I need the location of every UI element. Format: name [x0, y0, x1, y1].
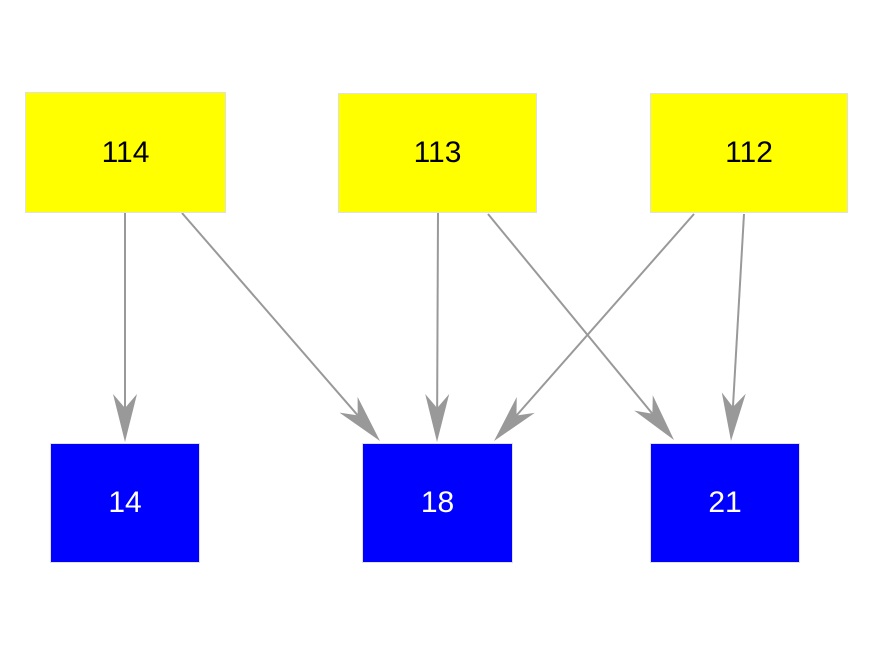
node-label: 14 — [108, 486, 142, 519]
edge-113-to-21-arrowhead-icon — [634, 395, 674, 440]
edge-114-to-18 — [181, 212, 359, 416]
edge-112-to-18-arrowhead-icon — [494, 397, 535, 441]
node-21: 21 — [650, 443, 800, 563]
edge-114-to-14-arrowhead-icon — [113, 394, 137, 442]
edge-112-to-21-arrowhead-icon — [721, 392, 746, 441]
edge-112-to-21 — [731, 213, 745, 408]
node-113: 113 — [338, 93, 537, 213]
node-14: 14 — [50, 443, 200, 563]
edge-113-to-18 — [436, 212, 439, 409]
node-label: 112 — [725, 136, 773, 169]
node-label: 113 — [413, 136, 462, 169]
edge-114-to-18-arrowhead-icon — [339, 396, 380, 441]
node-label: 114 — [101, 135, 150, 169]
node-label: 21 — [708, 486, 742, 519]
node-label: 18 — [420, 486, 455, 519]
edge-112-to-18 — [515, 213, 695, 417]
edge-113-to-21 — [487, 213, 654, 415]
node-114: 114 — [25, 92, 226, 213]
node-112: 112 — [650, 93, 848, 213]
node-18: 18 — [362, 443, 513, 563]
edge-113-to-18-arrowhead-icon — [425, 393, 450, 442]
